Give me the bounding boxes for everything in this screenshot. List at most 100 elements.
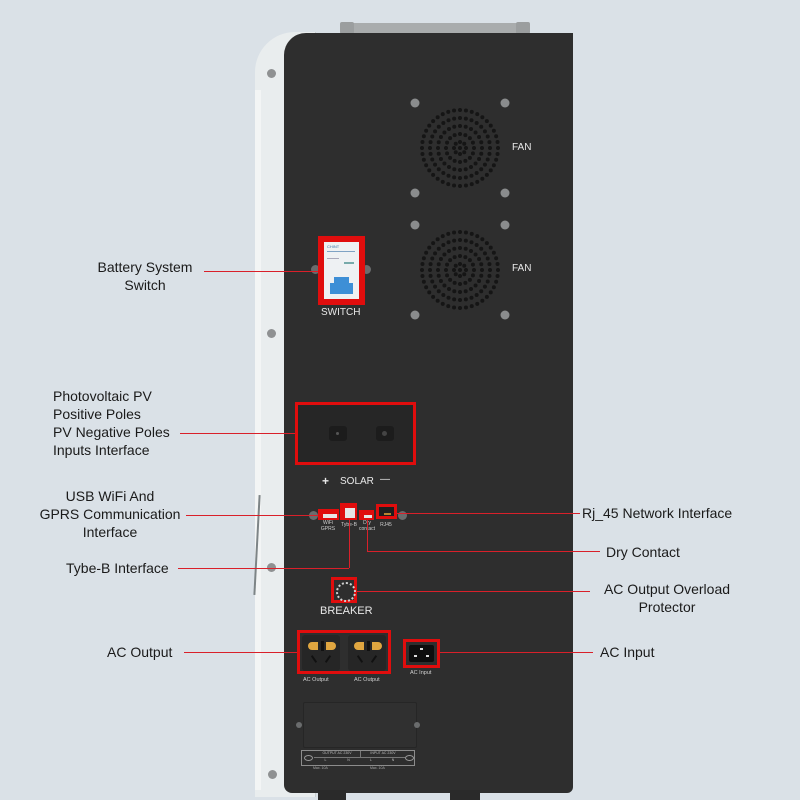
ac-input-socket[interactable]: [409, 645, 434, 662]
callout-line: Interface: [82, 524, 138, 540]
fan-hole: [458, 230, 462, 234]
fan-hole: [452, 146, 456, 150]
fan-hole: [484, 294, 489, 299]
fan-hole: [487, 151, 492, 156]
fan-hole: [452, 167, 457, 172]
fan-hole: [424, 285, 429, 290]
fan-hole: [463, 255, 468, 260]
solar-input-highlight[interactable]: [295, 402, 416, 465]
fan-hole: [444, 268, 448, 272]
battery-switch[interactable]: CHINT: [324, 242, 359, 299]
pv-positive-terminal[interactable]: [329, 426, 347, 441]
fan-hole: [480, 146, 484, 150]
callout-line: Battery System: [97, 259, 193, 275]
fan-hole: [463, 305, 468, 310]
fan-hole: [421, 134, 426, 139]
fan-hole: [473, 252, 478, 257]
fan-hole: [428, 273, 433, 278]
breaker-button[interactable]: [336, 582, 356, 602]
fan-hole: [470, 273, 475, 278]
fan-hole: [424, 250, 429, 255]
fan-hole: [462, 141, 467, 146]
fan-hole: [448, 258, 453, 263]
fan-hole: [480, 115, 485, 120]
fan-hole: [421, 256, 426, 261]
fan-hole: [480, 268, 484, 272]
fan-hole: [452, 124, 457, 129]
fan-grille-bottom: [410, 220, 510, 320]
fan-hole: [467, 277, 472, 282]
fan-hole: [463, 124, 468, 129]
ac-output-socket-1[interactable]: [302, 635, 340, 671]
fan-hole: [469, 182, 474, 187]
fan-hole: [431, 241, 436, 246]
fan-hole: [485, 134, 490, 139]
fan-hole: [491, 285, 496, 290]
fan-hole: [421, 157, 426, 162]
fan-hole: [452, 268, 456, 272]
device-leg-right: [450, 790, 480, 800]
socket-pin: [354, 642, 364, 650]
switch-brand-text: CHINT: [327, 244, 340, 249]
fan-hole: [485, 279, 490, 284]
fan-hole: [436, 268, 440, 272]
ac-output-label-1: AC Output: [303, 677, 329, 683]
fan-hole: [420, 262, 425, 267]
fan-hole: [491, 128, 496, 133]
fan-hole: [452, 255, 457, 260]
fan-hole: [477, 135, 482, 139]
pv-negative-terminal[interactable]: [376, 426, 394, 441]
usb-wifi-port[interactable]: [318, 509, 339, 520]
ac-output-socket-2[interactable]: [348, 635, 386, 671]
fan-hole: [458, 176, 462, 180]
fan-hole: [474, 243, 479, 248]
fan-hole: [488, 123, 493, 128]
ac-input-highlight[interactable]: [403, 639, 440, 668]
fan-hole: [494, 134, 499, 139]
fan-hole: [452, 297, 457, 302]
ground-icon: [304, 755, 313, 761]
socket-pin: [326, 642, 336, 650]
callout-dry-contact: Dry Contact: [606, 544, 680, 560]
frame-screw: [267, 563, 276, 572]
terminal-cover[interactable]: [303, 702, 417, 748]
leader-usb-wifi: [186, 515, 318, 516]
rj45-port[interactable]: [376, 504, 397, 519]
fan-hole: [463, 158, 468, 163]
fan-hole: [435, 237, 440, 242]
fan-hole: [448, 155, 453, 160]
tybe-b-port[interactable]: [340, 503, 357, 520]
fan-hole: [488, 290, 493, 295]
ground-icon: [405, 755, 414, 761]
fan-hole: [463, 280, 468, 285]
fan-hole: [436, 140, 441, 145]
fan-hole: [441, 170, 446, 175]
fan-hole: [435, 176, 440, 181]
nameplate-output: OUTPUT AC 230V: [314, 751, 360, 758]
nameplate-cell: L: [370, 758, 372, 762]
switch-screw-left: [311, 265, 320, 274]
fan-hole: [436, 289, 441, 294]
fan-hole: [452, 305, 457, 310]
battery-switch-highlight[interactable]: CHINT: [318, 236, 365, 305]
fan-hole: [485, 157, 490, 162]
fan-hole: [441, 243, 446, 248]
fan-hole: [482, 284, 487, 289]
fan-hole: [462, 150, 467, 155]
fan-hole: [487, 262, 492, 267]
fan-screw: [410, 188, 420, 198]
switch-toggle-icon[interactable]: [330, 283, 353, 294]
fan-hole: [479, 151, 484, 156]
ac-output-highlight[interactable]: [297, 630, 391, 674]
fan-hole: [420, 273, 425, 278]
dry-contact-port[interactable]: [359, 510, 374, 520]
fan-hole: [445, 262, 450, 267]
breaker-highlight[interactable]: [331, 577, 357, 603]
callout-overload: AC Output Overload Protector: [592, 580, 742, 616]
fan-hole: [452, 246, 457, 251]
fan-hole: [464, 146, 468, 150]
fan-hole: [475, 112, 480, 117]
handle-cap-right: [516, 22, 530, 34]
fan-hole: [487, 273, 492, 278]
callout-line: Inputs Interface: [53, 442, 150, 458]
